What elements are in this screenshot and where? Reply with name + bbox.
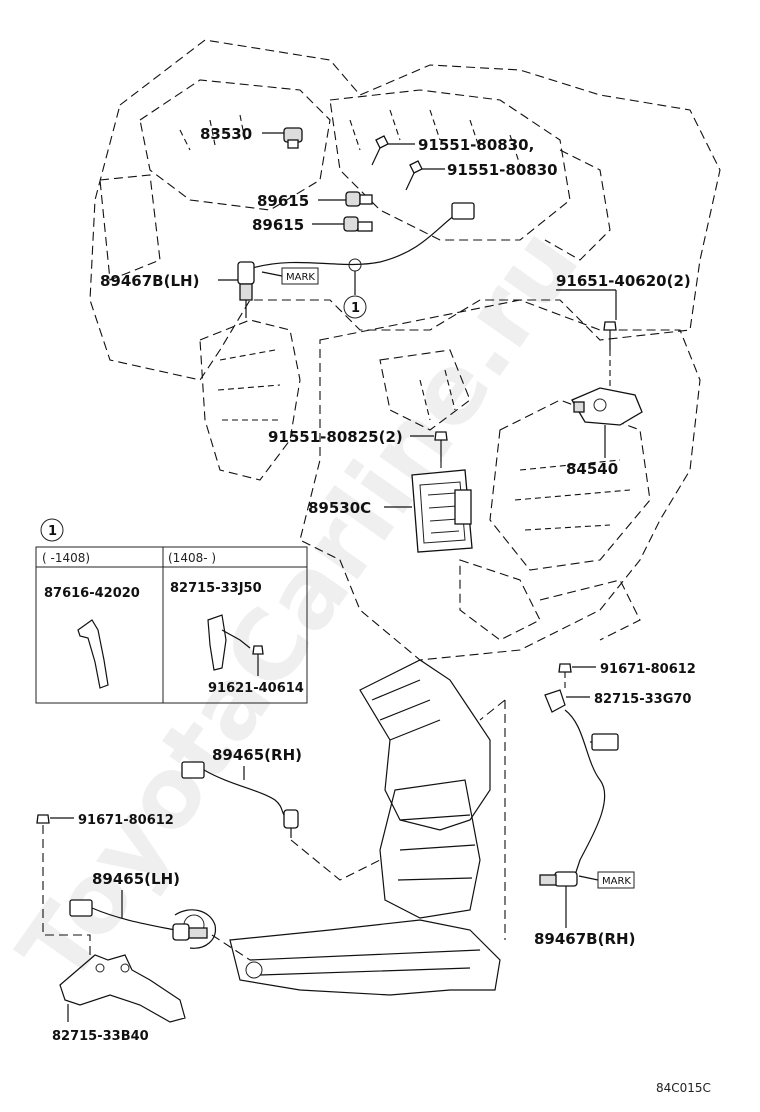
callout-detail-box [35, 546, 308, 704]
temperature-sensor-part [345, 191, 373, 207]
connector-part [181, 761, 205, 779]
callout-marker-upper-label: 1 [351, 301, 360, 316]
bolt-icon [434, 431, 448, 462]
clip-part [77, 619, 109, 689]
part-label-91651-40620[interactable]: 91651-40620(2) [556, 272, 691, 290]
engine-control-computer-part [411, 469, 473, 553]
oxygen-sensor-rh-part [283, 809, 299, 838]
mark-label-lower: MARK [602, 876, 631, 887]
callout-marker-upper[interactable] [343, 295, 367, 319]
temperature-sensor-part [343, 216, 373, 232]
bolt-icon [603, 321, 617, 350]
part-label-89465-rh[interactable]: 89465(RH) [212, 746, 302, 764]
engine-assembly-drawing [89, 39, 721, 661]
connector-part [591, 733, 619, 751]
bolt-icon [36, 814, 50, 824]
callout-col2-header: (1408- ) [168, 551, 216, 565]
air-fuel-ratio-sensor-rh-part [539, 871, 578, 887]
neutral-start-switch-part [571, 387, 643, 426]
bolt-icon [371, 135, 389, 166]
diagram-reference-code: 84C015C [656, 1081, 711, 1095]
part-label-89615-first[interactable]: 89615 [257, 192, 309, 210]
part-label-89465-lh[interactable]: 89465(LH) [92, 870, 180, 888]
mark-tag [281, 267, 319, 285]
part-label-82715-33b40[interactable]: 82715-33B40 [52, 1029, 149, 1044]
bracket-part-lower [59, 954, 186, 1023]
mark-tag [597, 871, 635, 889]
part-label-89467b-rh[interactable]: 89467B(RH) [534, 930, 635, 948]
part-label-91551-80830-first[interactable]: 91551-80830, [418, 136, 534, 154]
part-label-91671-80612-left[interactable]: 91671-80612 [78, 813, 174, 828]
part-label-91621-40614[interactable]: 91621-40614 [208, 681, 304, 696]
part-label-82715-33j50[interactable]: 82715-33J50 [170, 581, 262, 596]
callout-marker-box [40, 518, 64, 542]
exhaust-pipe-drawing [174, 659, 501, 996]
bolt-icon [405, 160, 423, 191]
part-label-84540[interactable]: 84540 [566, 460, 618, 478]
air-fuel-ratio-sensor-lh-part [237, 261, 255, 318]
part-label-87616-42020[interactable]: 87616-42020 [44, 586, 140, 601]
part-label-91671-80612-right[interactable]: 91671-80612 [600, 662, 696, 677]
watermark: ToyotaCarline.ru [0, 208, 600, 1003]
bolt-icon [252, 645, 264, 655]
bolt-icon [558, 663, 572, 673]
bracket-part [207, 614, 251, 671]
callout-marker-box-label: 1 [48, 524, 57, 539]
part-label-89530c[interactable]: 89530C [308, 499, 371, 517]
connector-part [69, 899, 93, 917]
part-label-89615-second[interactable]: 89615 [252, 216, 304, 234]
clamp-part [544, 689, 566, 713]
callout-col1-header: ( -1408) [42, 551, 90, 565]
oil-pressure-switch-part [283, 127, 303, 149]
mark-label-upper: MARK [286, 272, 315, 283]
part-label-89467b-lh[interactable]: 89467B(LH) [100, 272, 199, 290]
part-label-83530[interactable]: 83530 [200, 125, 252, 143]
part-label-91551-80830-second[interactable]: 91551-80830 [447, 161, 558, 179]
part-label-91551-80825[interactable]: 91551-80825(2) [268, 428, 403, 446]
part-label-82715-33g70[interactable]: 82715-33G70 [594, 692, 691, 707]
connector-part [451, 202, 475, 220]
oxygen-sensor-lh-part [172, 923, 208, 941]
